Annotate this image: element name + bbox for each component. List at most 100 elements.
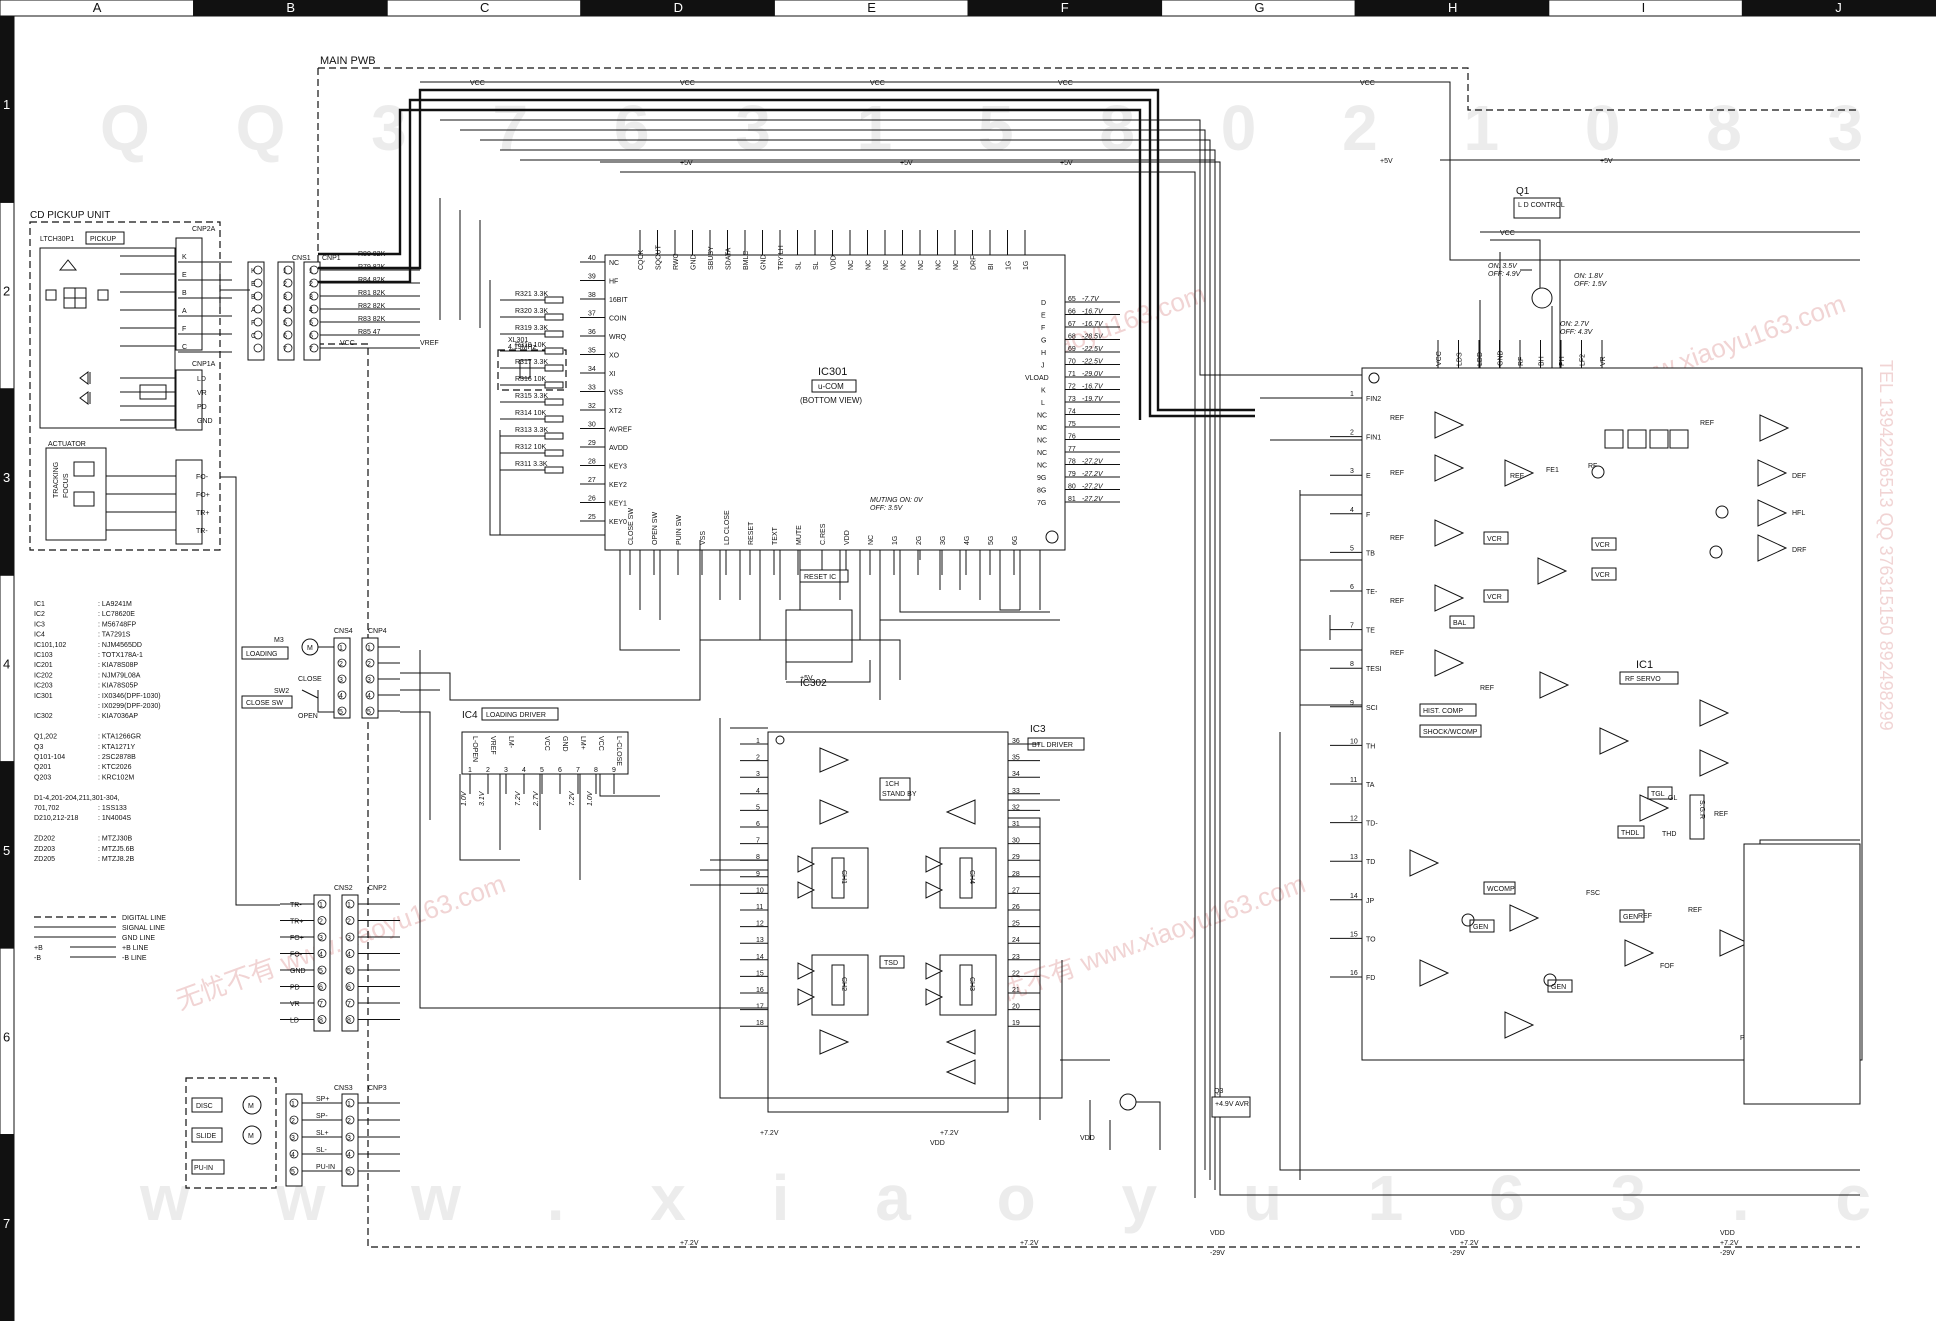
ic1-pin-name: SCI (1366, 705, 1378, 712)
ic4-pin-number: 1 (468, 767, 472, 774)
ic3-pin-number: 2 (756, 755, 760, 762)
ic4-pin-name: VREF (489, 736, 496, 755)
connector-pin (345, 1115, 355, 1125)
ic3-pin-number: 18 (756, 1020, 764, 1027)
ic301-pin-name: PUIN SW (676, 515, 683, 545)
ic301-pin-number: 32 (588, 403, 596, 410)
ic301-pin-name: XI (609, 371, 616, 378)
ic1-block-label: VCR (1487, 594, 1502, 601)
cnp1-pin-number: 7 (309, 346, 313, 353)
parts-list-ref: IC201 (34, 662, 53, 669)
ic301-pin-name: K (1041, 388, 1046, 395)
connector-pin (283, 265, 293, 275)
ic1-pin-name: PH (1559, 356, 1566, 366)
opamp-icon (819, 747, 850, 773)
parts-list-part: : MTZJ30B (98, 836, 133, 843)
ic301-pin-number: 65 (1068, 296, 1076, 303)
cnp2-pin-number: 5 (347, 968, 351, 975)
ic4-pin-voltage: 1.0V (461, 790, 468, 806)
ic301-pin-number: 69 (1068, 346, 1076, 353)
ic4-pin-name: L-OPEN (471, 736, 478, 762)
q1-voltage-note: OFF: 1.5V (1574, 281, 1608, 288)
ic301-pin-name: 6G (1012, 536, 1019, 545)
q1-voltage-note: ON: 1.8V (1574, 273, 1604, 280)
ic301-pin-number: 30 (588, 422, 596, 429)
ic3-pin-number: 5 (756, 804, 760, 811)
bus-label: +7.2V (940, 1130, 959, 1137)
ic1-block-label: WCOMP (1487, 886, 1515, 893)
ic1-signal-label: REF (1390, 535, 1404, 542)
tsd-label: TSD (884, 960, 898, 967)
avr-label: +4.9V AVR (1215, 1101, 1249, 1108)
ic1-signal-label: GL (1668, 795, 1677, 802)
current-source-icon (1543, 973, 1557, 987)
ic4-pin-name: VCC (597, 736, 604, 751)
ic1-block-label: HIST. COMP (1423, 708, 1463, 715)
ic301-pin-name: 5G (988, 536, 995, 545)
legend-label: SIGNAL LINE (122, 925, 165, 932)
connector-pin (317, 949, 327, 958)
opamp-icon (1504, 459, 1535, 487)
resistor-icon (544, 449, 564, 457)
ic4-pin-number: 2 (486, 767, 490, 774)
connector-pin (253, 291, 263, 301)
loading-driver-label: LOADING DRIVER (486, 712, 546, 719)
tracking-coil (73, 491, 95, 507)
ic4-pin-number: 4 (522, 767, 526, 774)
ic3-channel-label: CH1 (840, 870, 847, 884)
connector-pin (365, 706, 375, 716)
ic1-label: IC1 (1636, 659, 1653, 671)
legend-label: -B LINE (122, 955, 147, 962)
row-label-1: 1 (3, 97, 10, 112)
ic301-pin-name: DRF (971, 256, 978, 270)
pickup-title: PICKUP (90, 236, 116, 243)
row-label-5: 5 (3, 843, 10, 858)
opamp-icon (1434, 411, 1465, 439)
ic1-pin-name: TE- (1366, 589, 1378, 596)
ic1-pin-name: E (1366, 473, 1371, 480)
opamp-icon (945, 799, 976, 825)
cnp2a-body (175, 237, 203, 351)
connector-actuator-pins: FO-FO+TR+TR- (106, 459, 210, 545)
loading-motor-m: M (307, 645, 313, 652)
ic1-pin-name: TO (1366, 936, 1376, 943)
opamp-icon (1419, 959, 1450, 987)
opamp-icon (1409, 849, 1440, 877)
column-cell (1548, 0, 1743, 17)
parts-list-part: : KTA1271Y (98, 744, 136, 751)
cns2-pin-number: 2 (319, 919, 323, 926)
ic301-pin-voltage: -27.2V (1082, 471, 1104, 478)
ic301-pin-number: 36 (588, 329, 596, 336)
parts-list-part: : M56748FP (98, 621, 136, 628)
cnp3-label: CNP3 (368, 1085, 387, 1092)
connector-pin (289, 1115, 299, 1125)
ic301-pin-voltage: -19.7V (1082, 396, 1104, 403)
watermark-cn-5: 无忧不有 www.xiaoyu163.com (972, 868, 1309, 1015)
ic301-pin-name: VSS (609, 390, 623, 397)
bus-label: VCC (470, 80, 485, 87)
parts-list-ref: IC1 (34, 601, 45, 608)
parts-list-ref: IC301 (34, 693, 53, 700)
bus-label: VDD (930, 1140, 945, 1147)
watermark-side: TEL 13942296513 QQ 376315150 892498299 (1876, 360, 1896, 731)
connector-pin (345, 998, 355, 1008)
parts-list-part: : 1N4004S (98, 815, 131, 822)
muting-on: MUTING ON: 0V (870, 497, 924, 504)
ic4-body (461, 731, 629, 775)
cns1-label: CNS1 (292, 255, 311, 262)
ic301-pin-name: TRY LH (778, 245, 785, 270)
bus-label: +5V (800, 675, 813, 682)
ic3-pin-number: 21 (1012, 987, 1020, 994)
pickup-part-label: LTCH30P1 (40, 236, 74, 243)
ic4-pin-name: LM- (507, 736, 514, 749)
bus-label: VCC (340, 340, 355, 347)
loading-label: LOADING (246, 651, 278, 658)
connector-pin (317, 899, 327, 909)
parts-list-ref: 701,702 (34, 805, 59, 812)
actuator-wire (220, 476, 280, 906)
cns1-pin-number: 4 (283, 307, 287, 314)
pickup-box (39, 247, 176, 429)
ic1-signal-label: DRF (1792, 547, 1806, 554)
